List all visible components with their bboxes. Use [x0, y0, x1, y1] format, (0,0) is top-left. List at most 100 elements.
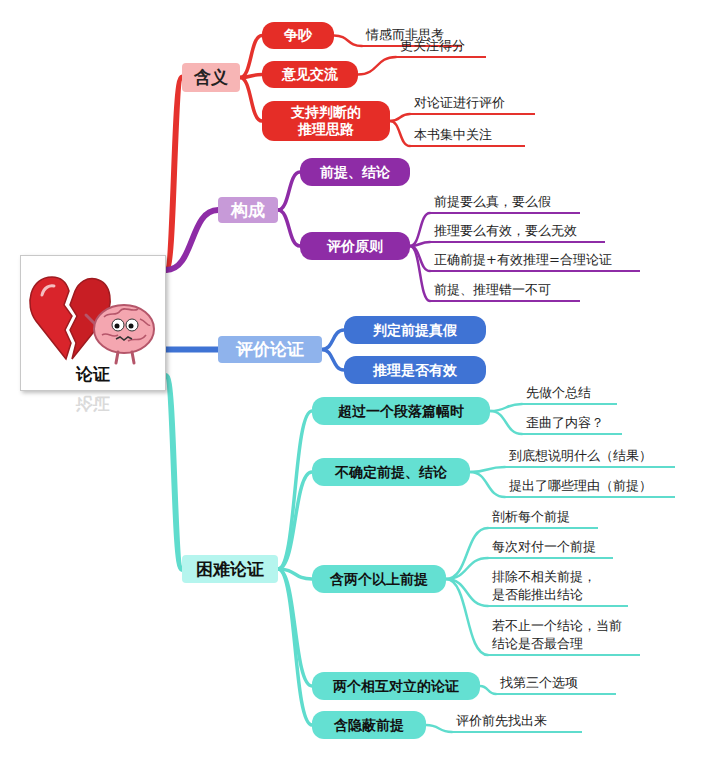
main-branch-box: 含义: [182, 63, 240, 92]
sub-branch-box: 超过一个段落篇幅时: [312, 397, 490, 425]
leaf-topic: 更关注得分: [396, 37, 486, 58]
branch-connector: [322, 350, 344, 371]
branch-connector: [240, 78, 262, 122]
branch-connector: [470, 472, 505, 497]
sub-branch-box: 评价原则: [300, 232, 410, 260]
node-text: 意见交流: [282, 66, 338, 83]
node-text: 剖析每个前提: [492, 509, 570, 524]
node-text: 推理是否有效: [373, 362, 457, 379]
branch-connector: [390, 114, 410, 121]
leaf-topic: 正确前提+有效推理=合理论证: [430, 251, 640, 272]
branch-connector: [322, 330, 344, 350]
sub-branch-box: 判定前提真假: [344, 316, 486, 344]
leaf-topic: 先做个总结: [522, 384, 617, 405]
node-text: 到底想说明什么（结果）: [509, 448, 652, 463]
leaf-topic: 推理要么有效，要么无效: [430, 222, 605, 243]
sub-branch-box: 争吵: [262, 22, 334, 49]
node-text: 支持判断的 推理思路: [268, 104, 384, 138]
node-text: 歪曲了内容？: [526, 415, 604, 430]
main-branch-box: 困难论证: [182, 555, 278, 583]
leaf-topic: 前提、推理错一不可: [430, 281, 580, 302]
sub-branch-box: 意见交流: [262, 61, 358, 88]
node-text: 两个相互对立的论证: [333, 678, 459, 695]
branch-connector: [278, 210, 300, 246]
node-text: 排除不相关前提， 是否能推出结论: [492, 569, 596, 602]
sub-branch-box: 推理是否有效: [344, 356, 486, 384]
sub-branch-box: 前提、结论: [300, 158, 410, 186]
node-text: 争吵: [284, 27, 312, 44]
branch-connector: [410, 246, 430, 301]
branch-connector: [278, 569, 312, 686]
branch-connector: [426, 725, 452, 732]
branch-connector: [278, 411, 312, 569]
branch-connector: [240, 36, 262, 78]
central-topic: 论证: [20, 255, 166, 391]
sub-branch-box: 含隐蔽前提: [312, 711, 426, 739]
leaf-topic: 提出了哪些理由（前提）: [505, 477, 675, 498]
node-text: 困难论证: [196, 558, 264, 581]
node-text: 前提、结论: [320, 164, 390, 181]
branch-connector: [490, 411, 522, 434]
branch-connector: [278, 472, 312, 569]
branch-connector: [278, 172, 300, 210]
branch-connector: [334, 36, 362, 47]
node-text: 构成: [231, 199, 265, 222]
node-text: 含两个以上前提: [330, 571, 428, 588]
node-text: 判定前提真假: [373, 322, 457, 339]
leaf-topic: 找第三个选项: [496, 674, 616, 695]
node-text: 本书集中关注: [414, 127, 492, 142]
node-text: 先做个总结: [526, 385, 591, 400]
leaf-topic: 本书集中关注: [410, 126, 525, 147]
branch-connector: [446, 579, 488, 606]
node-text: 推理要么有效，要么无效: [434, 223, 577, 238]
sub-branch-box: 含两个以上前提: [312, 565, 446, 593]
sub-branch-box: 不确定前提、结论: [312, 458, 470, 486]
branch-connector: [166, 347, 218, 353]
leaf-topic: 对论证进行评价: [410, 94, 535, 115]
branch-connector: [166, 376, 182, 569]
leaf-topic: 剖析每个前提: [488, 508, 598, 529]
node-text: 含义: [194, 66, 228, 89]
branch-connector: [446, 528, 488, 579]
node-text: 评价论证: [236, 338, 304, 361]
branch-connector: [390, 121, 410, 146]
node-text: 前提要么真，要么假: [434, 194, 551, 209]
branch-connector: [358, 57, 396, 75]
branch-connector: [470, 467, 505, 472]
main-branch-box: 构成: [218, 197, 278, 223]
node-text: 超过一个段落篇幅时: [338, 403, 464, 420]
branch-connector: [166, 78, 182, 271]
leaf-topic: 前提要么真，要么假: [430, 193, 580, 214]
node-text: 评价前先找出来: [456, 713, 547, 728]
node-text: 更关注得分: [400, 38, 465, 53]
node-text: 若不止一个结论，当前 结论是否最合理: [492, 618, 622, 651]
leaf-topic: 评价前先找出来: [452, 712, 582, 733]
sub-branch-box: 两个相互对立的论证: [312, 672, 480, 700]
leaf-topic: 歪曲了内容？: [522, 414, 622, 435]
branch-connector: [410, 213, 430, 246]
node-text: 不确定前提、结论: [335, 464, 447, 481]
branch-connector: [166, 210, 218, 270]
node-text: 正确前提+有效推理=合理论证: [434, 252, 612, 267]
branch-connector: [278, 569, 312, 725]
leaf-topic: 每次对付一个前提: [488, 538, 613, 559]
branch-connector: [490, 404, 522, 411]
leaf-topic: 若不止一个结论，当前 结论是否最合理: [488, 617, 640, 656]
node-text: 提出了哪些理由（前提）: [509, 478, 652, 493]
sub-branch-box: 支持判断的 推理思路: [262, 101, 390, 141]
node-text: 找第三个选项: [500, 675, 578, 690]
node-text: 含隐蔽前提: [334, 717, 404, 734]
branch-connector: [446, 579, 488, 655]
main-branch-box: 评价论证: [218, 336, 322, 363]
branch-connector: [446, 558, 488, 579]
node-text: 前提、推理错一不可: [434, 282, 551, 297]
leaf-topic: 排除不相关前提， 是否能推出结论: [488, 568, 628, 607]
node-text: 每次对付一个前提: [492, 539, 596, 554]
branch-connector: [480, 686, 496, 694]
node-text: 对论证进行评价: [414, 95, 505, 110]
node-text: 评价原则: [327, 238, 383, 255]
reflection-text: 论证: [20, 392, 166, 415]
node-text: 论证: [76, 363, 110, 386]
leaf-topic: 到底想说明什么（结果）: [505, 447, 675, 468]
